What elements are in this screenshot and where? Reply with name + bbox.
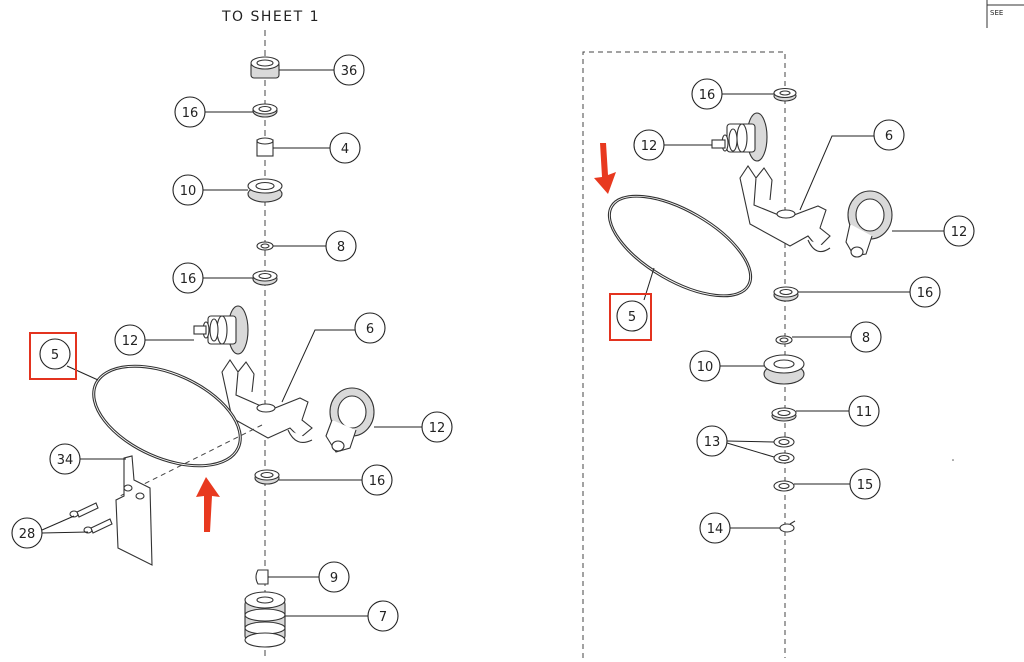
highlight-box-right-5 xyxy=(609,293,652,341)
svg-text:13: 13 xyxy=(704,435,721,450)
part-28-screw-upper xyxy=(69,502,99,518)
callout-left-6: 6 xyxy=(281,312,386,403)
callout-left-16-lower: 16 xyxy=(279,464,393,496)
right-part-12-roller-upper xyxy=(711,112,768,162)
svg-text:5: 5 xyxy=(51,348,59,363)
svg-text:6: 6 xyxy=(366,322,374,337)
red-arrow-right xyxy=(594,143,616,194)
part-34-plate xyxy=(115,455,153,566)
part-9-key xyxy=(255,569,269,585)
part-5-belt-left-inner xyxy=(94,366,240,466)
svg-text:16: 16 xyxy=(182,106,199,121)
right-part-16-bearing-mid xyxy=(773,286,799,302)
callout-right-16-mid: 16 xyxy=(798,276,941,308)
callout-right-8: 8 xyxy=(792,321,882,353)
svg-text:12: 12 xyxy=(429,421,446,436)
stray-dot xyxy=(952,459,954,461)
corner-note: SEE xyxy=(990,9,1003,17)
part-16-bearing-upper xyxy=(252,103,278,118)
red-arrow-left xyxy=(196,477,220,532)
callout-left-36: 36 xyxy=(279,54,365,86)
callout-left-9: 9 xyxy=(268,561,350,593)
part-16-bearing-mid xyxy=(252,270,278,286)
callout-right-11: 11 xyxy=(796,395,880,427)
callout-right-6: 6 xyxy=(799,119,905,211)
callout-right-13: 13 xyxy=(696,425,775,458)
title-block-corner: SEE xyxy=(986,0,1024,28)
right-part-5-belt-inner xyxy=(609,196,751,296)
svg-text:12: 12 xyxy=(951,225,968,240)
right-part-10-pulley xyxy=(763,354,805,385)
callout-left-12-lower: 12 xyxy=(374,411,453,443)
callout-right-5: 5 xyxy=(609,267,655,341)
callout-right-12-upper: 12 xyxy=(633,129,712,161)
part-28-screw-lower xyxy=(83,518,113,534)
svg-text:36: 36 xyxy=(341,64,358,79)
right-part-14-clip xyxy=(779,520,796,533)
callout-left-10: 10 xyxy=(172,174,248,206)
svg-text:34: 34 xyxy=(57,453,74,468)
right-part-6-bracket xyxy=(739,165,831,253)
svg-text:8: 8 xyxy=(862,331,870,346)
callout-left-16-upper: 16 xyxy=(174,96,253,128)
part-8-washer xyxy=(256,241,274,251)
svg-text:9: 9 xyxy=(330,571,338,586)
right-part-12-roller-lower xyxy=(845,190,893,258)
part-6-bracket xyxy=(221,359,313,443)
callout-left-28: 28 xyxy=(11,515,89,549)
part-12-roller-lower xyxy=(325,387,375,453)
svg-text:16: 16 xyxy=(917,286,934,301)
svg-text:6: 6 xyxy=(885,129,893,144)
sheet-reference: TO SHEET 1 xyxy=(221,9,320,25)
callout-right-14: 14 xyxy=(699,512,780,544)
svg-text:16: 16 xyxy=(699,88,716,103)
part-16-bearing-lower xyxy=(254,469,280,485)
highlight-box-left-5 xyxy=(29,332,77,380)
svg-text:15: 15 xyxy=(857,478,874,493)
svg-text:8: 8 xyxy=(337,240,345,255)
callout-right-12-lower: 12 xyxy=(892,215,975,247)
callout-right-10: 10 xyxy=(689,350,764,382)
svg-text:16: 16 xyxy=(180,272,197,287)
part-10-pulley xyxy=(247,178,283,203)
callout-left-34: 34 xyxy=(49,443,126,475)
svg-text:5: 5 xyxy=(628,310,636,325)
part-12-roller-upper xyxy=(193,305,249,355)
right-part-11-spacer xyxy=(771,407,797,422)
right-part-13-washers xyxy=(773,436,795,464)
svg-text:14: 14 xyxy=(707,522,724,537)
svg-text:10: 10 xyxy=(697,360,714,375)
callout-right-16-top: 16 xyxy=(691,78,774,110)
callout-right-15: 15 xyxy=(794,468,881,500)
svg-text:12: 12 xyxy=(122,334,139,349)
callout-left-8: 8 xyxy=(273,230,357,262)
svg-text:28: 28 xyxy=(19,527,36,542)
svg-text:12: 12 xyxy=(641,139,658,154)
svg-text:10: 10 xyxy=(180,184,197,199)
svg-text:16: 16 xyxy=(369,474,386,489)
svg-text:4: 4 xyxy=(341,142,349,157)
callout-left-4: 4 xyxy=(273,132,361,164)
part-36-bushing xyxy=(250,56,280,79)
callout-left-5: 5 xyxy=(29,332,99,381)
svg-text:11: 11 xyxy=(856,405,873,420)
part-4-sleeve xyxy=(256,137,274,157)
callout-left-16-mid: 16 xyxy=(172,262,253,294)
callout-left-7: 7 xyxy=(285,600,399,632)
right-part-16-bearing-top xyxy=(773,87,797,102)
right-part-15-washer xyxy=(773,480,795,492)
part-7-double-pulley xyxy=(244,591,286,648)
svg-text:7: 7 xyxy=(379,610,387,625)
right-part-8-washer xyxy=(775,335,793,345)
callout-left-12-upper: 12 xyxy=(114,324,194,356)
